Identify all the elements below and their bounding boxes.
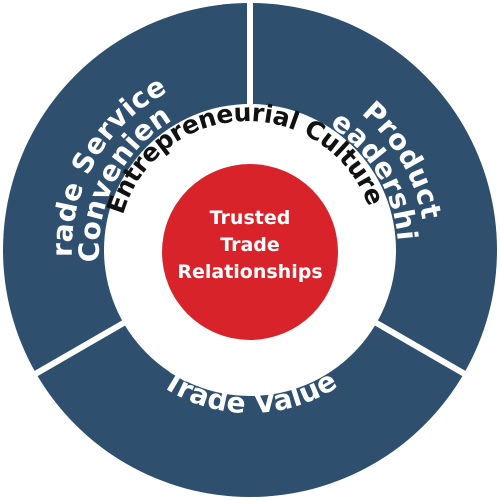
core-label-line2: Trade [220,234,280,256]
core-label-line1: Trusted [210,207,291,229]
core-label-line3: Relationships [177,261,322,283]
core-circle [162,164,338,340]
